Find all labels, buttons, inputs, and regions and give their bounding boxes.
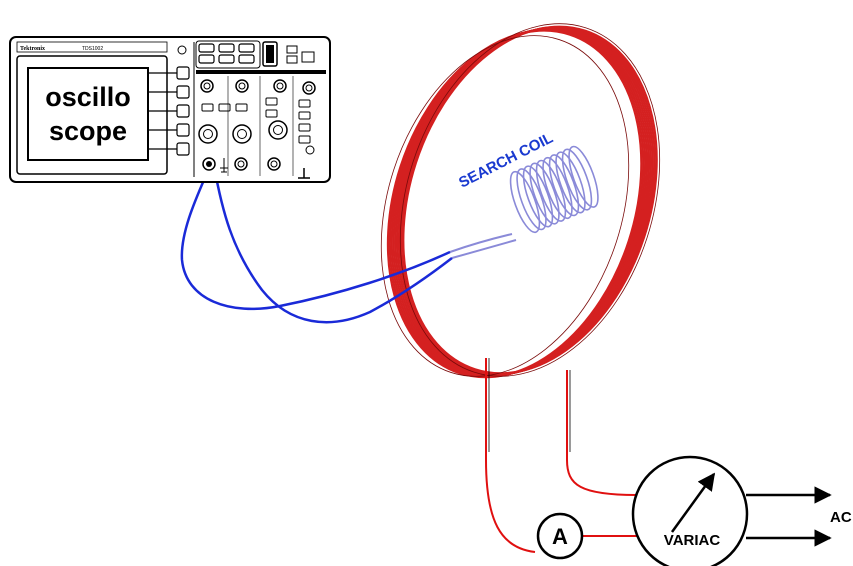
variac-arrow (670, 472, 716, 533)
large-coil-inner-edge (380, 35, 630, 377)
large-coil-outer-edge (399, 23, 661, 377)
scope-knob (198, 124, 218, 144)
scope-print-button-2 (286, 55, 298, 64)
scope-screen-text-line2: scope (49, 116, 127, 146)
scope-knob (235, 79, 249, 93)
search-coil (509, 145, 599, 234)
scope-small-button (298, 111, 311, 120)
coil-lead-right (566, 370, 638, 496)
large-coil (380, 23, 661, 379)
scope-knob-center (237, 129, 247, 139)
coil-lead-left (485, 358, 536, 553)
scope-help-button (301, 51, 315, 63)
scope-knob-center (305, 84, 313, 92)
search-coil-turn (522, 165, 554, 228)
scope-knob (302, 81, 316, 95)
scope-brand: Tektronix (20, 46, 45, 52)
scope-knob-center (238, 82, 246, 90)
scope-top-button (218, 43, 235, 53)
search-coil-turn (555, 151, 586, 214)
scope-screen-text-line1: oscillo (45, 82, 131, 112)
search-coil-turn (509, 170, 541, 234)
scope-small-button (265, 97, 278, 106)
search-coil-turn (529, 162, 560, 225)
scope-small-button (218, 103, 231, 112)
scope-knob (200, 79, 214, 93)
scope-knob-center (203, 82, 211, 90)
search-coil-turn (535, 159, 567, 222)
scope-menu-button (176, 85, 190, 99)
scope-menu-button (176, 142, 190, 156)
scope-small-button (298, 135, 311, 144)
scope-top-button (198, 54, 215, 64)
scope-probe-comp-icon (220, 158, 228, 173)
scope-small-button (201, 103, 214, 112)
scope-knob (232, 124, 252, 144)
scope-menu-buttons (148, 66, 190, 156)
scope-cable-lower (212, 165, 453, 324)
scope-knob (273, 79, 287, 93)
scope-menu-button (176, 123, 190, 137)
scope-top-button (238, 54, 255, 64)
scope-small-buttons (201, 76, 311, 176)
search-coil-turn (568, 145, 599, 208)
oscilloscope: Tektronix TDS1002 oscillo scope (9, 36, 331, 183)
scope-section-header (196, 70, 326, 74)
scope-cable-upper (180, 165, 451, 311)
scope-ground-icon (298, 168, 310, 179)
scope-model: TDS1002 (82, 46, 103, 52)
ac-label: AC (830, 509, 852, 526)
search-coil-lead-wire-2 (451, 239, 517, 259)
scope-print-button (286, 45, 298, 54)
scope-small-button (298, 99, 311, 108)
large-coil-turn (386, 29, 643, 379)
search-coil-lead-wire (449, 233, 513, 253)
scope-run-button-inner (266, 45, 274, 63)
scope-knob-center (273, 125, 283, 135)
scope-brand-strip (16, 41, 168, 53)
scope-top-button-frame (195, 40, 261, 69)
scope-menu-button (176, 66, 190, 80)
search-coil-turn (561, 148, 593, 211)
variac-label: VARIAC (664, 532, 721, 549)
variac (631, 455, 749, 566)
search-coil-turn (542, 156, 573, 220)
search-coil-turn (548, 154, 580, 217)
ammeter-label: A (552, 524, 568, 549)
scope-menu-button (176, 104, 190, 118)
search-coil-turn (516, 168, 547, 231)
scope-top-button (238, 43, 255, 53)
scope-small-button (235, 103, 248, 112)
scope-bnc-inputs (202, 157, 281, 171)
scope-knob-center (203, 129, 213, 139)
scope-power-button (177, 45, 187, 55)
ammeter (536, 512, 584, 560)
scope-top-buttons (195, 40, 261, 69)
scope-top-button (218, 54, 235, 64)
scope-screen (27, 67, 149, 161)
scope-small-button (265, 109, 278, 118)
scope-knobs (198, 79, 316, 144)
scope-probe-check-terminal (305, 145, 315, 155)
scope-knob-center (276, 82, 284, 90)
scope-small-button (298, 123, 311, 132)
scope-top-button (198, 43, 215, 53)
scope-knob (268, 120, 288, 140)
